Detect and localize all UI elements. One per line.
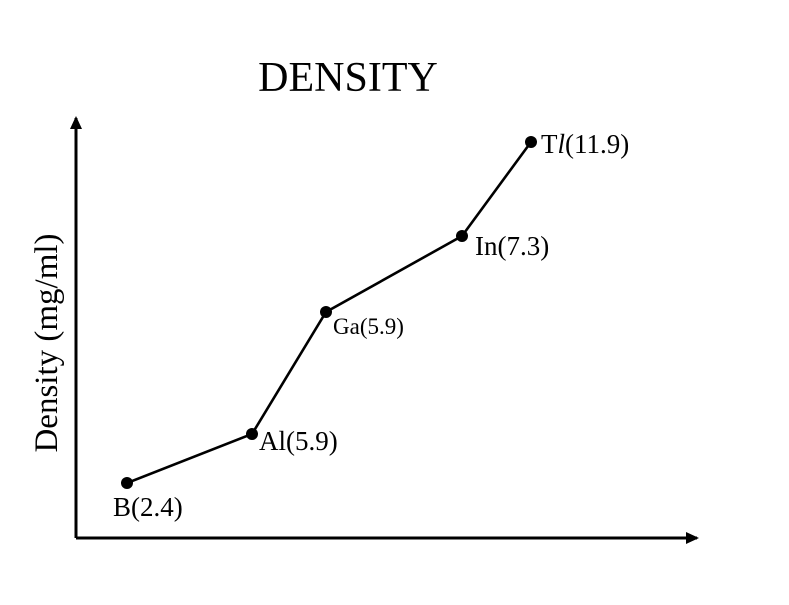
chart-title: DENSITY <box>258 55 438 101</box>
data-label-tl: Tl(11.9) <box>541 129 629 159</box>
data-label-b: B(2.4) <box>113 492 183 522</box>
data-label-al: Al(5.9) <box>259 426 338 456</box>
data-point-tl <box>525 136 537 148</box>
data-point-al <box>246 428 258 440</box>
data-point-ga <box>320 306 332 318</box>
y-axis-label: Density (mg/ml) <box>29 233 65 452</box>
data-point-b <box>121 477 133 489</box>
data-point-in <box>456 230 468 242</box>
data-label-in: In(7.3) <box>475 231 549 261</box>
data-label-ga: Ga(5.9) <box>333 314 404 339</box>
density-points: B(2.4) Al(5.9) Ga(5.9) In(7.3) Tl(11.9) <box>113 129 629 522</box>
